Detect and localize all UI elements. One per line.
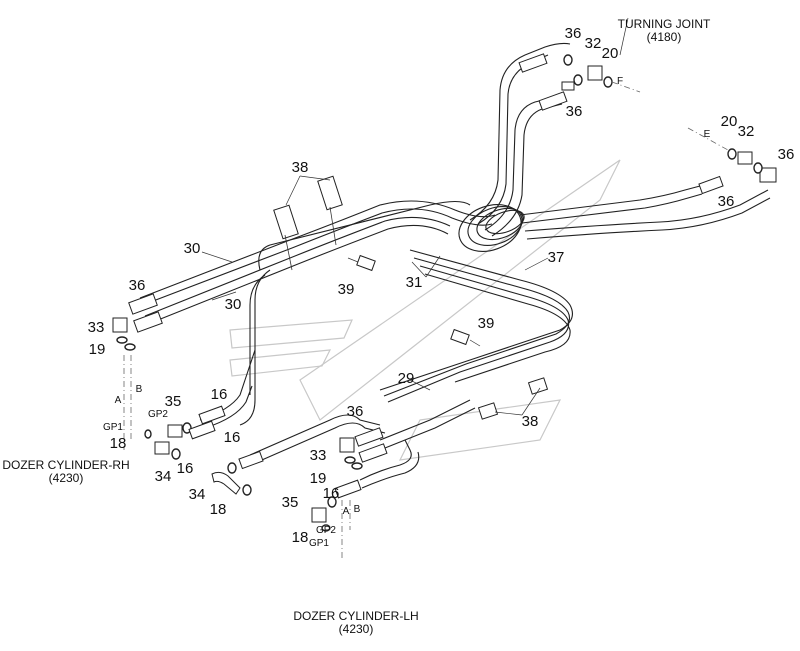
part-label: 39 [338,281,355,298]
tube-bundle-right [519,185,771,240]
part-label: 36 [718,193,735,210]
right-port-fittings [687,127,777,195]
tube-coil [458,204,525,252]
port-label: A [115,395,122,406]
part-label: 30 [184,240,201,257]
part-label: 38 [292,159,309,176]
part-label: 16 [323,485,340,502]
part-label: 32 [738,123,755,140]
part-label: 39 [478,315,495,332]
part-label: 33 [310,447,327,464]
part-label: 35 [282,494,299,511]
part-label: 38 [522,413,539,430]
part-label: 36 [347,403,364,420]
part-label: 36 [566,103,583,120]
tube-bundle-to-lh [249,399,476,489]
turning-joint-title: TURNING JOINT [618,17,711,31]
bracket-lower [477,377,549,420]
part-label: 31 [406,274,423,291]
port-label: GP1 [309,538,329,549]
part-label: 20 [721,113,738,130]
port-label: B [354,504,361,515]
port-label: GP2 [148,409,168,420]
dozer-rh-code: (4230) [49,471,84,485]
turning-joint-code: (4180) [647,30,682,44]
port-label: GP1 [103,422,123,433]
lh-cylinder-fittings [311,427,388,560]
part-label: 16 [211,386,228,403]
port-label: GP2 [316,525,336,536]
port-label: B [136,384,143,395]
part-label: 32 [585,35,602,52]
bolt-left [347,254,376,272]
mid-fittings [211,450,264,496]
port-label: F [617,76,623,87]
part-label: 36 [778,146,795,163]
dozer-lh-code: (4230) [339,622,374,636]
bolt-right [450,328,481,347]
part-label: 35 [165,393,182,410]
part-label: 36 [565,25,582,42]
tube-bundle-to-turning-joint [469,42,571,237]
part-label: 33 [88,319,105,336]
port-label: E [704,129,711,140]
part-label: 18 [110,435,127,452]
port-label: A [343,506,350,517]
part-label: 16 [224,429,241,446]
part-label: 20 [602,45,619,62]
dozer-lh-title: DOZER CYLINDER-LH [293,609,418,623]
part-label: 19 [89,341,106,358]
part-label: 37 [548,249,565,266]
part-label: 34 [155,468,172,485]
part-label: 18 [292,529,309,546]
part-label: 19 [310,470,327,487]
tube-bundle-upper [139,200,496,325]
part-label: 18 [210,501,227,518]
rh-cylinder-fittings [112,293,226,460]
part-label: 36 [129,277,146,294]
dozer-rh-title: DOZER CYLINDER-RH [2,458,129,472]
bracket-upper [273,175,343,271]
turning-joint-fittings [518,53,641,111]
part-label: 16 [177,460,194,477]
part-label: 29 [398,370,415,387]
part-label: 34 [189,486,206,503]
part-label: 30 [225,296,242,313]
leader-lines [201,17,629,416]
